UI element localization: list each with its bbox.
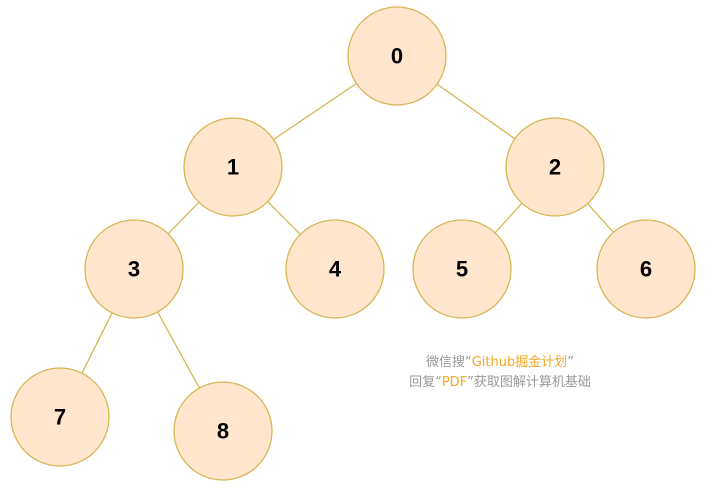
edge-3-7 — [81, 312, 113, 374]
node-circle-8 — [173, 381, 273, 481]
tree-node-6: 6 — [596, 219, 696, 319]
node-label-0: 0 — [391, 44, 403, 69]
tree-node-3: 3 — [84, 219, 184, 319]
tree-node-2: 2 — [505, 117, 605, 217]
tree-nodes: 0 1 2 3 4 5 6 7 8 — [10, 6, 696, 481]
node-label-4: 4 — [329, 257, 342, 282]
node-label-7: 7 — [54, 405, 66, 430]
watermark-line-1-prefix: 微信搜“ — [425, 355, 472, 370]
tree-node-7: 7 — [10, 367, 110, 467]
watermark-line-2: 回复“PDF”获取图解计算机基础 — [380, 373, 620, 393]
node-label-3: 3 — [128, 257, 140, 282]
node-label-6: 6 — [640, 257, 652, 282]
watermark-line-2-highlight: PDF — [441, 375, 468, 390]
edge-3-8 — [157, 311, 200, 389]
node-circle-6 — [596, 219, 696, 319]
edge-0-1 — [273, 82, 357, 141]
node-circle-3 — [84, 219, 184, 319]
edge-0-2 — [436, 83, 516, 140]
node-circle-5 — [412, 219, 512, 319]
tree-edges — [81, 82, 614, 389]
edge-1-4 — [267, 201, 301, 235]
node-label-1: 1 — [227, 155, 239, 180]
watermark: 微信搜“Github掘金计划” 回复“PDF”获取图解计算机基础 — [380, 353, 620, 393]
node-label-5: 5 — [456, 257, 468, 282]
watermark-line-1-highlight: Github掘金计划 — [471, 355, 568, 370]
node-circle-7 — [10, 367, 110, 467]
node-circle-2 — [505, 117, 605, 217]
edge-2-5 — [494, 202, 523, 234]
watermark-line-2-suffix: ”获取图解计算机基础 — [467, 375, 591, 390]
watermark-line-1: 微信搜“Github掘金计划” — [380, 353, 620, 373]
node-label-2: 2 — [549, 155, 561, 180]
node-circle-1 — [183, 117, 283, 217]
tree-node-4: 4 — [285, 219, 385, 319]
node-circle-0 — [347, 6, 447, 106]
watermark-line-2-prefix: 回复“ — [409, 375, 442, 390]
edge-2-6 — [587, 203, 614, 233]
tree-node-8: 8 — [173, 381, 273, 481]
tree-node-1: 1 — [183, 117, 283, 217]
watermark-line-1-suffix: ” — [567, 355, 574, 370]
edge-1-3 — [167, 201, 200, 235]
node-label-8: 8 — [217, 419, 229, 444]
node-circle-4 — [285, 219, 385, 319]
tree-node-0: 0 — [347, 6, 447, 106]
tree-node-5: 5 — [412, 219, 512, 319]
